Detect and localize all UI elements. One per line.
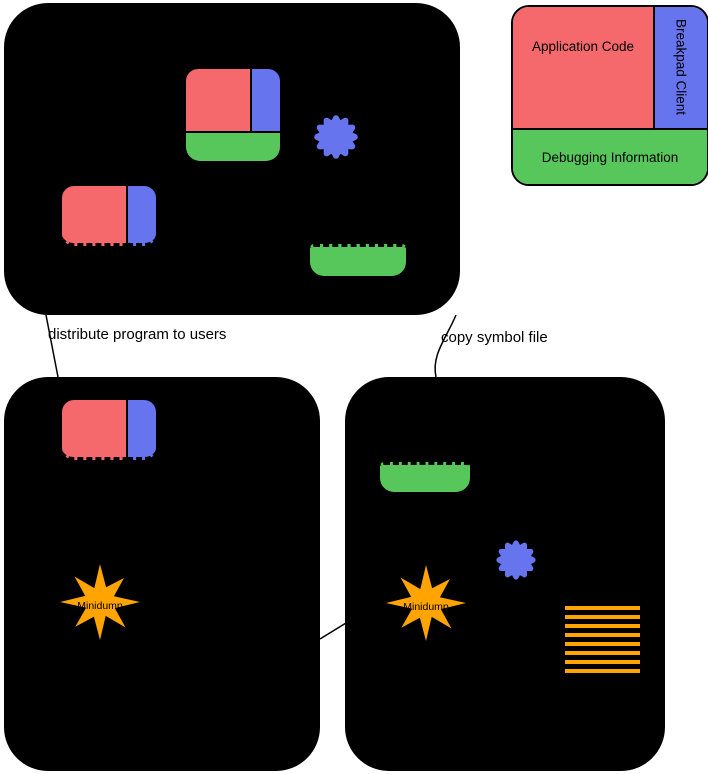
legend-application-code: Application Code (513, 7, 655, 128)
minidump-label: Minidump (77, 600, 123, 612)
symbol-file-shape (310, 244, 406, 276)
legend-breakpad-client: Breakpad Client (655, 7, 707, 128)
application-code-block (62, 186, 126, 246)
symbol-line (565, 642, 640, 646)
copy-symbol-connector (434, 314, 457, 378)
symbol-line (565, 624, 640, 628)
symbol-lines (565, 606, 640, 678)
distribute-label: distribute program to users (48, 326, 227, 343)
minidump-label: Minidump (403, 601, 449, 613)
processor-burst-icon (496, 540, 536, 580)
symbol-line (565, 660, 640, 664)
minidump-star: Minidump (386, 565, 466, 641)
legend-debugging-information: Debugging Information (513, 128, 707, 184)
debug-info-block (186, 133, 280, 161)
processor-panel: Minidump (345, 377, 665, 771)
symbol-line (565, 651, 640, 655)
application-code-block (62, 400, 126, 460)
dump-syms-burst-icon (314, 115, 358, 159)
breakpad-client-block (128, 186, 156, 246)
symbol-line (565, 615, 640, 619)
application-code-block (186, 69, 250, 131)
legend: Application Code Breakpad Client Debuggi… (511, 5, 708, 186)
legend-top-row: Application Code Breakpad Client (513, 7, 707, 128)
breakpad-client-block (128, 400, 156, 460)
symbol-line (565, 669, 640, 673)
minidump-star: Minidump (60, 564, 140, 640)
distribute-connector (45, 314, 59, 378)
send-minidump-connector (319, 622, 347, 640)
legend-breakpad-client-label: Breakpad Client (673, 19, 689, 116)
symbol-line (565, 606, 640, 610)
copy-symbol-label: copy symbol file (441, 329, 548, 346)
breakpad-client-block (252, 69, 280, 131)
symbol-file-shape (380, 462, 470, 492)
user-machine-panel: Minidump (4, 377, 320, 771)
symbol-line (565, 633, 640, 637)
build-machine-panel (4, 3, 460, 315)
